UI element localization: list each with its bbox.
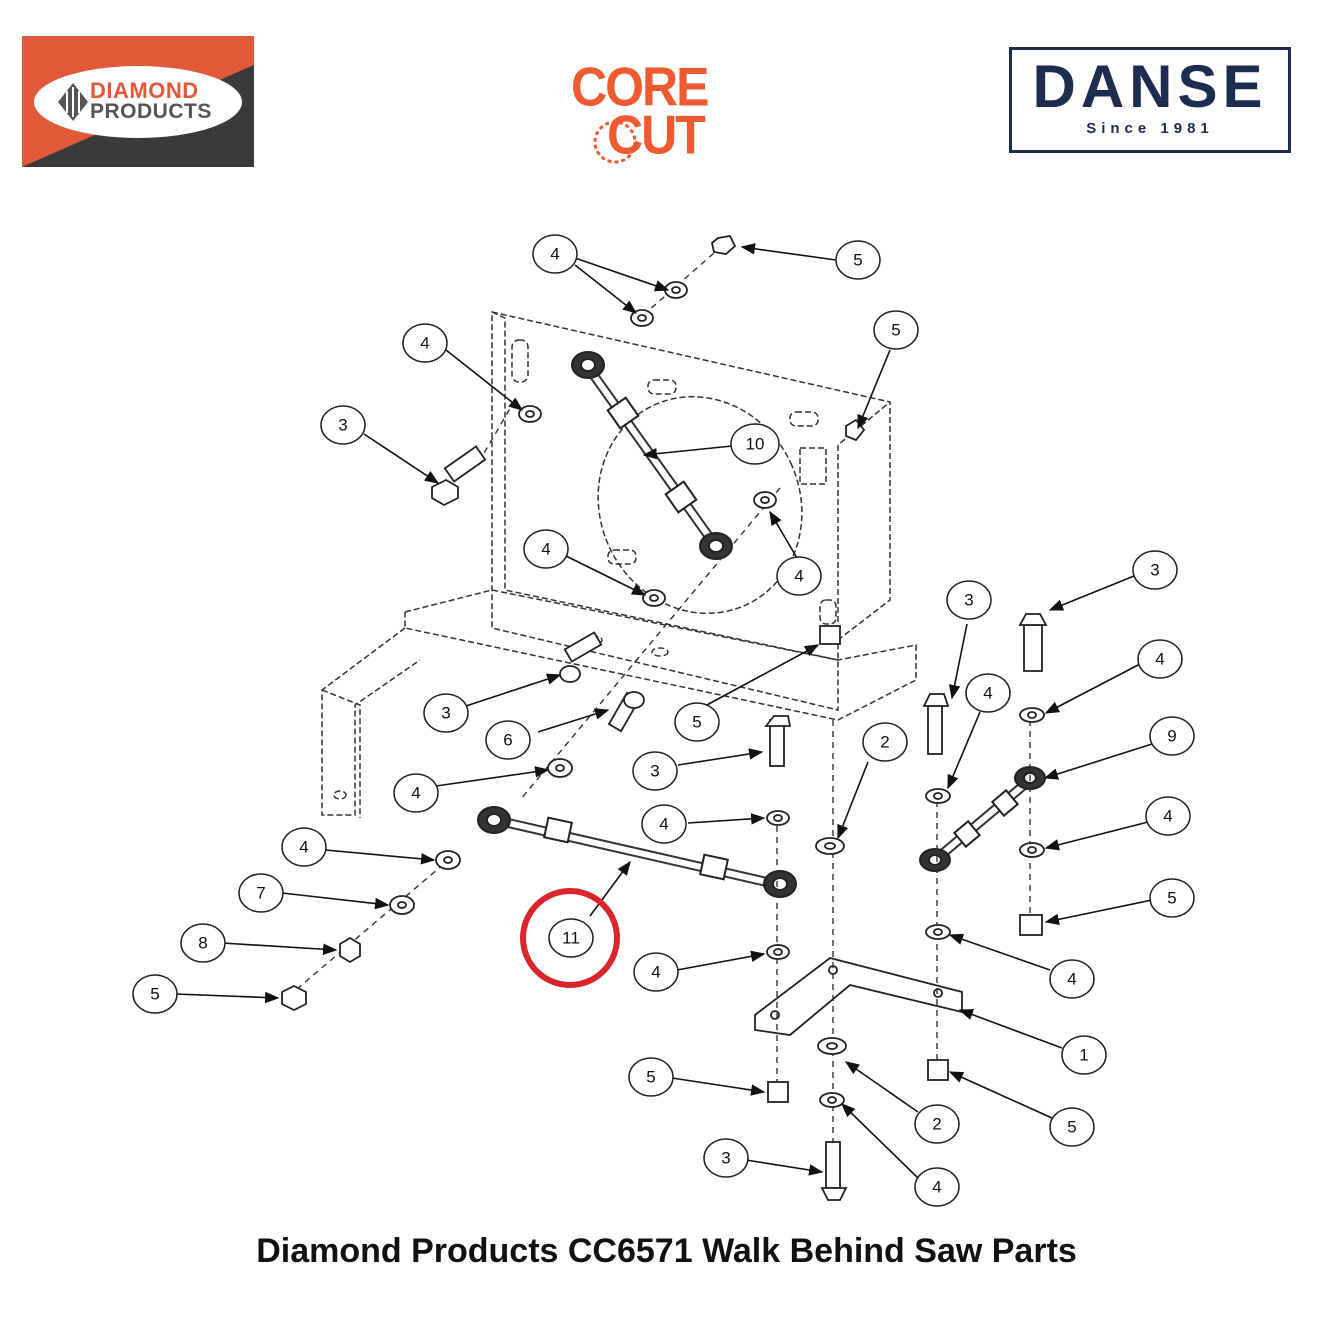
core-cut-logo-line1: CORE (571, 56, 709, 118)
diamond-products-logo-line2: PRODUCTS (90, 100, 212, 123)
highlight-circle (520, 888, 620, 988)
callout-label: 3 (721, 1149, 730, 1168)
callout-label: 4 (420, 334, 429, 353)
callout-bubbles (132, 234, 1195, 1207)
callout-label: 7 (256, 884, 265, 903)
callout-label: 5 (646, 1068, 655, 1087)
callout-label: 4 (983, 684, 992, 703)
callout-label: 2 (880, 733, 889, 752)
page-caption: Diamond Products CC6571 Walk Behind Saw … (256, 1232, 1077, 1270)
callout-label: 4 (651, 963, 660, 982)
diamond-products-logo-line1: DIAMOND (90, 78, 199, 103)
callout-label: 5 (150, 985, 159, 1004)
turnbuckle-right (919, 766, 1046, 872)
core-cut-logo-line2: CUT (607, 104, 706, 166)
danse-logo-name: DANSE (1032, 53, 1268, 120)
callout-label: 5 (1067, 1118, 1076, 1137)
callout-label: 4 (1067, 970, 1076, 989)
turnbuckle-upper (571, 351, 733, 560)
callout-label: 5 (1167, 889, 1176, 908)
saw-blade-icon (593, 120, 637, 164)
danse-logo-tagline: Since 1981 (1086, 120, 1214, 137)
callout-label: 4 (1155, 650, 1164, 669)
callout-label: 4 (299, 838, 308, 857)
callout-label: 4 (659, 815, 668, 834)
callout-label: 6 (503, 731, 512, 750)
callout-label: 2 (932, 1115, 941, 1134)
callout-label: 10 (746, 435, 765, 454)
callout-label: 4 (411, 784, 420, 803)
callout-label: 8 (198, 934, 207, 953)
danse-logo: DANSE Since 1981 (1009, 47, 1291, 153)
callout-label: 4 (932, 1178, 941, 1197)
callout-label: 3 (441, 704, 450, 723)
callout-label: 5 (853, 251, 862, 270)
callout-label: 1 (1079, 1046, 1088, 1065)
callout-label: 5 (692, 713, 701, 732)
callout-label: 9 (1167, 727, 1176, 746)
callout-label: 3 (964, 591, 973, 610)
mounting-bracket (321, 311, 917, 818)
callout-label: 3 (650, 762, 659, 781)
callout-label: 4 (541, 540, 550, 559)
callout-label: 4 (794, 567, 803, 586)
callout-label: 3 (1150, 561, 1159, 580)
callout-label: 3 (338, 416, 347, 435)
callout-label: 5 (891, 321, 900, 340)
l-bracket (754, 957, 963, 1036)
assembly-axes (289, 245, 1031, 1190)
diamond-products-mark-icon (58, 83, 88, 121)
diamond-products-logo: DIAMOND PRODUCTS (22, 36, 254, 167)
callout-label: 4 (1163, 807, 1172, 826)
turnbuckle-lower (477, 806, 797, 898)
callout-label: 4 (550, 245, 559, 264)
core-cut-logo: CORE CUT (565, 56, 745, 172)
leader-lines (174, 243, 1153, 1179)
hardware (281, 235, 1048, 1201)
callout-label-highlighted: 11 (562, 929, 580, 948)
